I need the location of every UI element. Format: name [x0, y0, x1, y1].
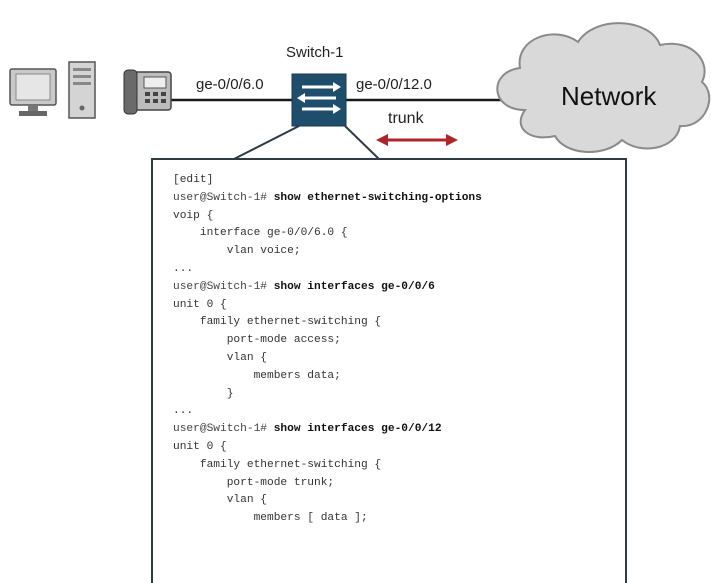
tower-icon	[68, 61, 96, 119]
trunk-arrow-icon	[376, 134, 458, 146]
config-line: port-mode trunk;	[173, 475, 625, 493]
switch-label: Switch-1	[286, 44, 344, 61]
config-text: unit 0 {	[173, 298, 227, 311]
right-port-label: ge-0/0/12.0	[356, 76, 432, 93]
config-line: family ethernet-switching {	[173, 314, 625, 332]
computer-icon	[9, 68, 57, 116]
config-command-line: user@Switch-1# show interfaces ge-0/0/6	[173, 279, 625, 297]
network-cloud-icon	[496, 22, 711, 153]
config-text: vlan {	[226, 351, 268, 364]
config-line: ...	[173, 403, 625, 421]
config-text: port-mode access;	[226, 334, 341, 347]
config-line: vlan {	[173, 350, 625, 368]
switch-icon	[291, 73, 347, 127]
callout-line-left	[231, 125, 300, 161]
config-line: members [ data ];	[173, 510, 625, 528]
ip-phone-icon	[123, 69, 172, 115]
cli-prompt: user@Switch-1#	[173, 423, 274, 436]
config-text: unit 0 {	[173, 440, 227, 453]
config-line: port-mode access;	[173, 332, 625, 350]
config-text: voip {	[173, 209, 214, 222]
callout-line-right	[344, 125, 381, 161]
config-text: vlan {	[226, 494, 268, 507]
config-text: [edit]	[173, 174, 214, 186]
config-text: members [ data ];	[253, 512, 368, 525]
config-text: members data;	[253, 369, 341, 382]
config-text: ...	[173, 262, 194, 275]
config-line: voip {	[173, 208, 625, 226]
config-text: ...	[173, 405, 194, 418]
cli-command: show interfaces ge-0/0/12	[273, 423, 442, 436]
config-line: vlan voice;	[173, 243, 625, 261]
cli-prompt: user@Switch-1#	[173, 191, 274, 204]
cli-command: show interfaces ge-0/0/6	[273, 280, 435, 293]
config-text: family ethernet-switching {	[199, 316, 382, 329]
config-line: }	[173, 386, 625, 404]
cli-command: show ethernet-switching-options	[273, 191, 482, 204]
config-text: }	[226, 387, 234, 400]
config-line: interface ge-0/0/6.0 {	[173, 225, 625, 243]
config-callout-box: [edit] user@Switch-1# show ethernet-switc…	[151, 158, 627, 583]
config-text: interface ge-0/0/6.0 {	[199, 227, 348, 240]
config-line: unit 0 {	[173, 439, 625, 457]
config-command-line: user@Switch-1# show interfaces ge-0/0/12	[173, 421, 625, 439]
config-text: vlan voice;	[226, 245, 301, 258]
config-text: family ethernet-switching {	[199, 458, 382, 471]
config-line: [edit]	[173, 172, 625, 190]
trunk-label: trunk	[388, 110, 424, 127]
config-line: ...	[173, 261, 625, 279]
config-command-line: user@Switch-1# show ethernet-switching-o…	[173, 190, 625, 208]
left-port-label: ge-0/0/6.0	[196, 76, 264, 93]
config-line: vlan {	[173, 492, 625, 510]
config-line: family ethernet-switching {	[173, 457, 625, 475]
network-label: Network	[561, 81, 657, 111]
config-text: port-mode trunk;	[226, 476, 335, 489]
config-line: unit 0 {	[173, 297, 625, 315]
cli-prompt: user@Switch-1#	[173, 280, 274, 293]
config-line: members data;	[173, 368, 625, 386]
